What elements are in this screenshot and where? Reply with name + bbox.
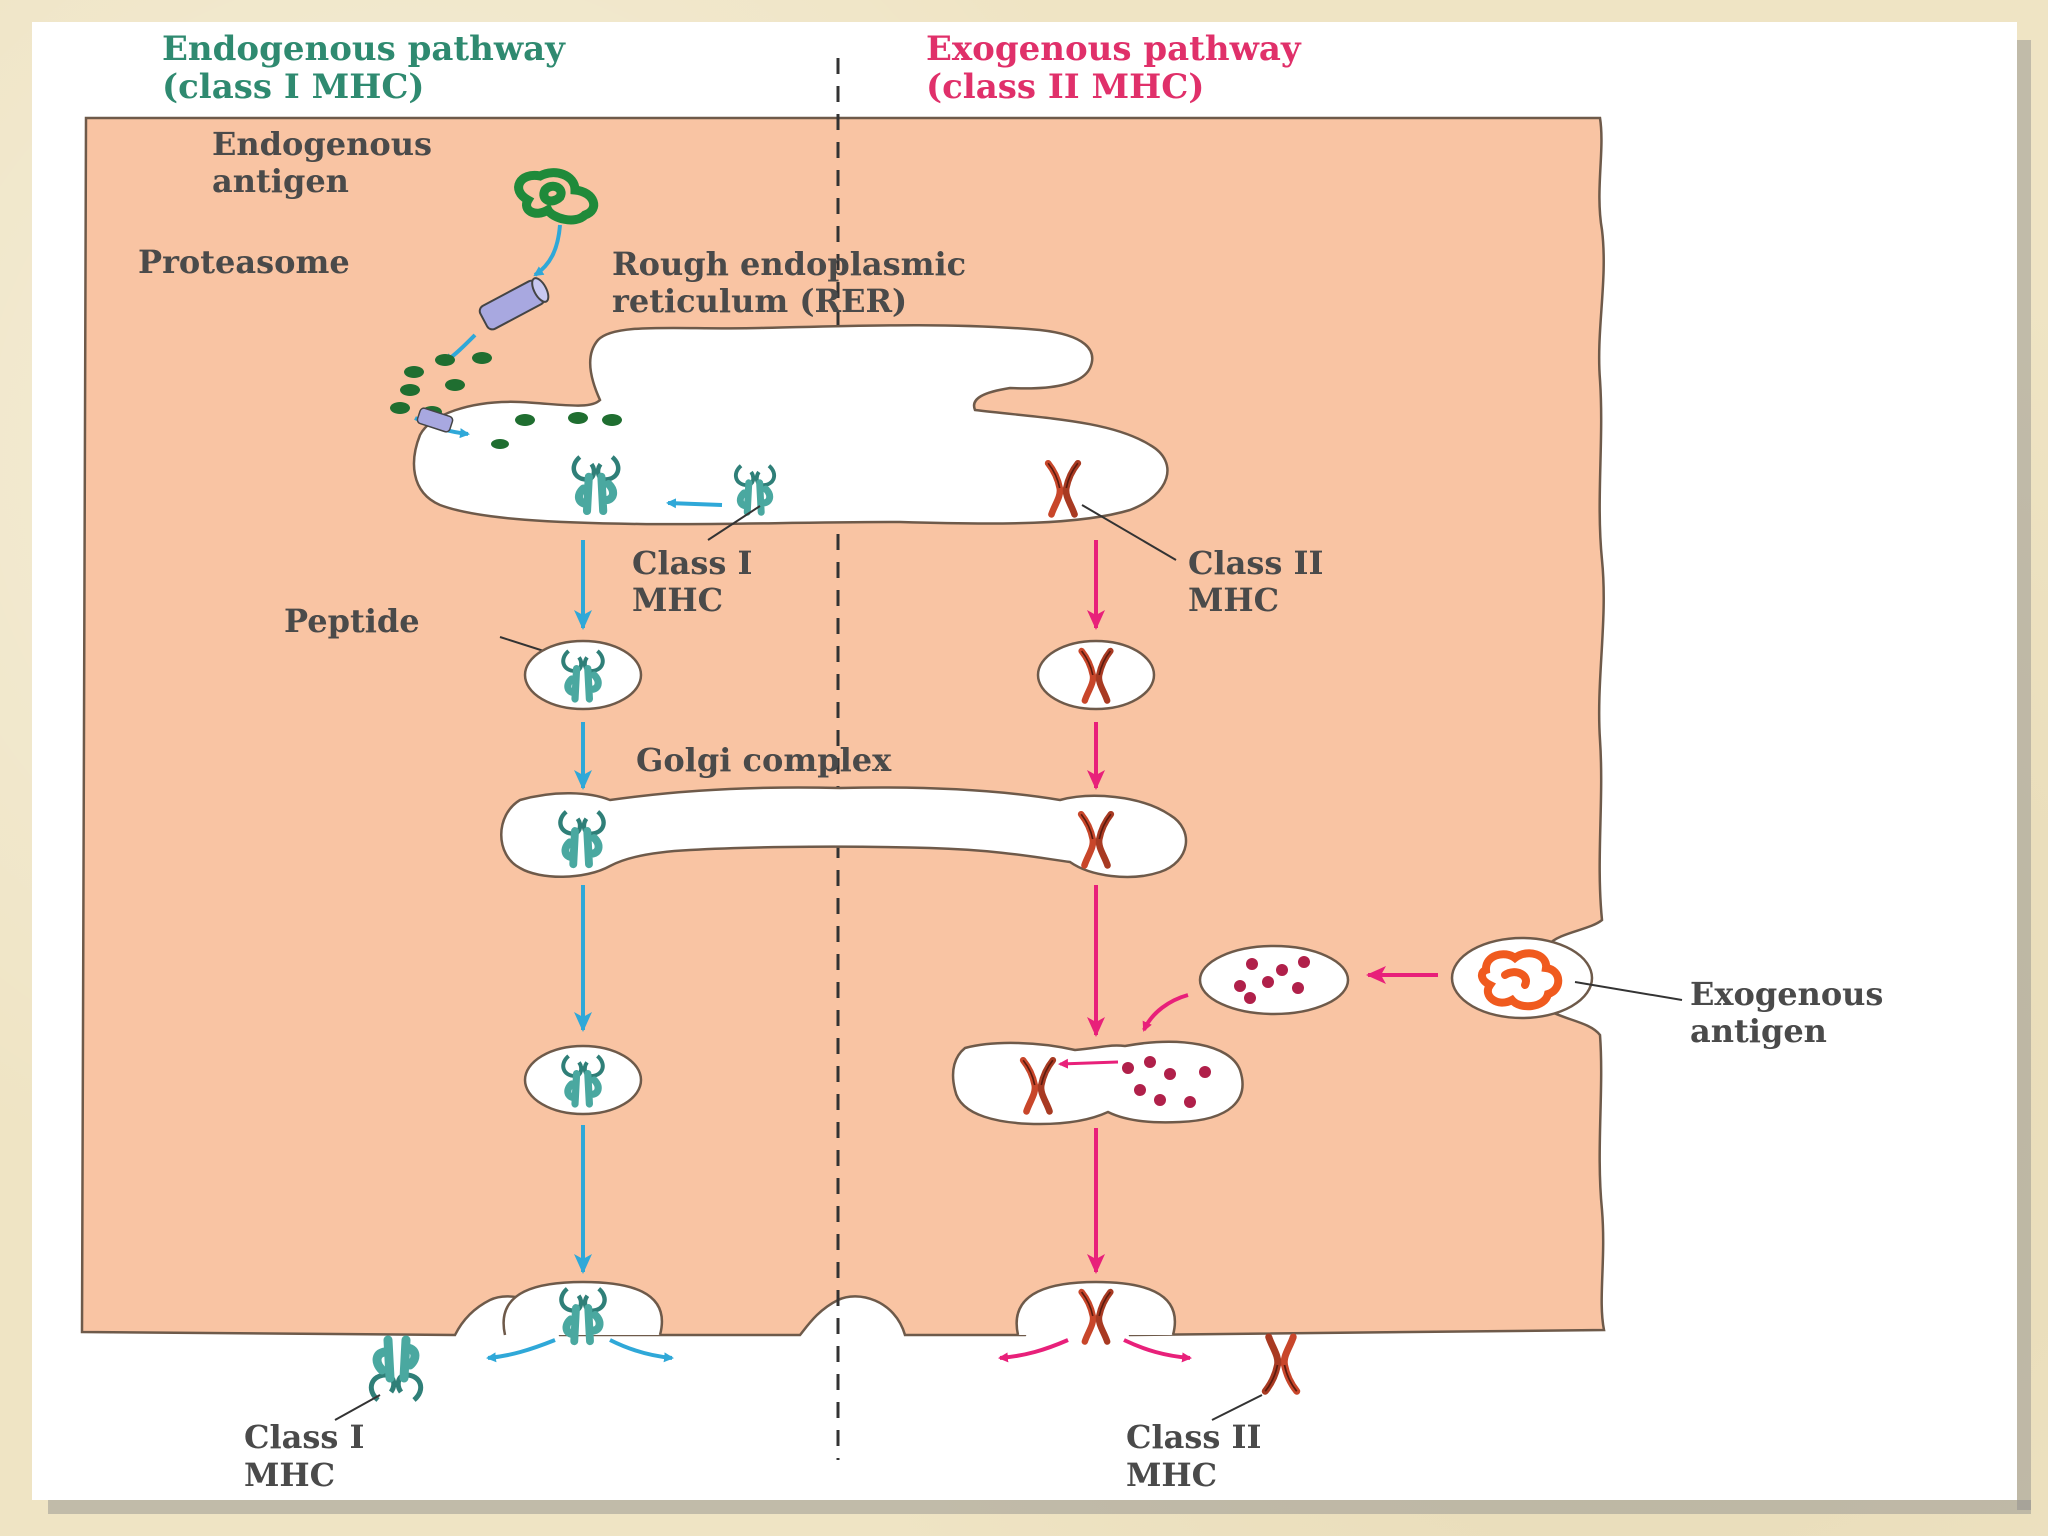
label-class1-mhc-bottom-2: MHC [244,1456,335,1494]
endocytic-peptides [1234,956,1310,1004]
leader-exogenous-antigen [1574,981,1683,1001]
panel-shadow-bottom [48,1500,2031,1514]
endosome-fusion [951,1040,1244,1126]
arrow-peptide-loading [1058,1058,1119,1069]
arrow-class1-exit-left [486,1338,556,1363]
label-class2-mhc-inner-2: MHC [1188,581,1279,619]
label-class2-mhc-bottom-2: MHC [1126,1456,1217,1494]
title-exogenous-line1: Exogenous pathway [926,29,1302,69]
endocytic-vesicle [1198,944,1350,1016]
leader-class1-surface [334,1394,381,1421]
endogenous-antigen-icon [514,168,599,225]
leader-class1-mhc [707,505,761,541]
class2-mhc-exocytosis [1015,1280,1177,1342]
label-endogenous-antigen-1: Endogenous [212,125,432,163]
panel-shadow [2017,40,2031,1510]
class1-mhc-exocytosis [502,1280,664,1341]
arrow-class2-exit-right [1123,1338,1192,1363]
exogenous-antigen-icon [1477,949,1563,1011]
vesicle-class1-transport [523,639,643,711]
leader-class2-surface [1211,1394,1263,1421]
label-proteasome: Proteasome [138,243,350,281]
vesicle-class1-post-golgi [523,1044,643,1116]
label-class1-mhc-bottom-1: Class I [244,1418,365,1456]
label-class2-mhc-bottom-1: Class II [1126,1418,1261,1456]
label-class1-mhc-inner-1: Class I [632,544,753,582]
arrow-class2-exit-left [998,1338,1069,1363]
arrow-endocytic-to-endosome [1142,993,1189,1032]
leader-class2-mhc [1081,504,1177,561]
arrow-class1-mhc-binding [666,498,723,509]
proteasome-icon [478,277,550,331]
label-class1-mhc-inner-2: MHC [632,581,723,619]
arrow-class1-exit-right [609,1338,674,1363]
label-rer-2: reticulum (RER) [612,282,907,320]
label-exogenous-antigen-1: Exogenous [1690,975,1883,1013]
golgi-complex [500,786,1188,879]
label-endogenous-antigen-2: antigen [212,162,349,200]
arrow-antigen-to-proteasome [533,224,562,277]
title-endogenous-line1: Endogenous pathway [162,29,566,69]
title-exogenous-line2: (class II MHC) [926,67,1204,107]
label-peptide: Peptide [284,602,420,640]
title-endogenous-line2: (class I MHC) [162,67,425,107]
label-class2-mhc-inner-1: Class II [1188,544,1323,582]
rer-peptides [491,412,622,449]
label-rer-1: Rough endoplasmic [612,245,966,283]
endosome-peptides [1122,1056,1211,1108]
tap-transporter-icon [416,407,454,433]
label-exogenous-antigen-2: antigen [1690,1012,1827,1050]
label-golgi: Golgi complex [636,741,892,779]
